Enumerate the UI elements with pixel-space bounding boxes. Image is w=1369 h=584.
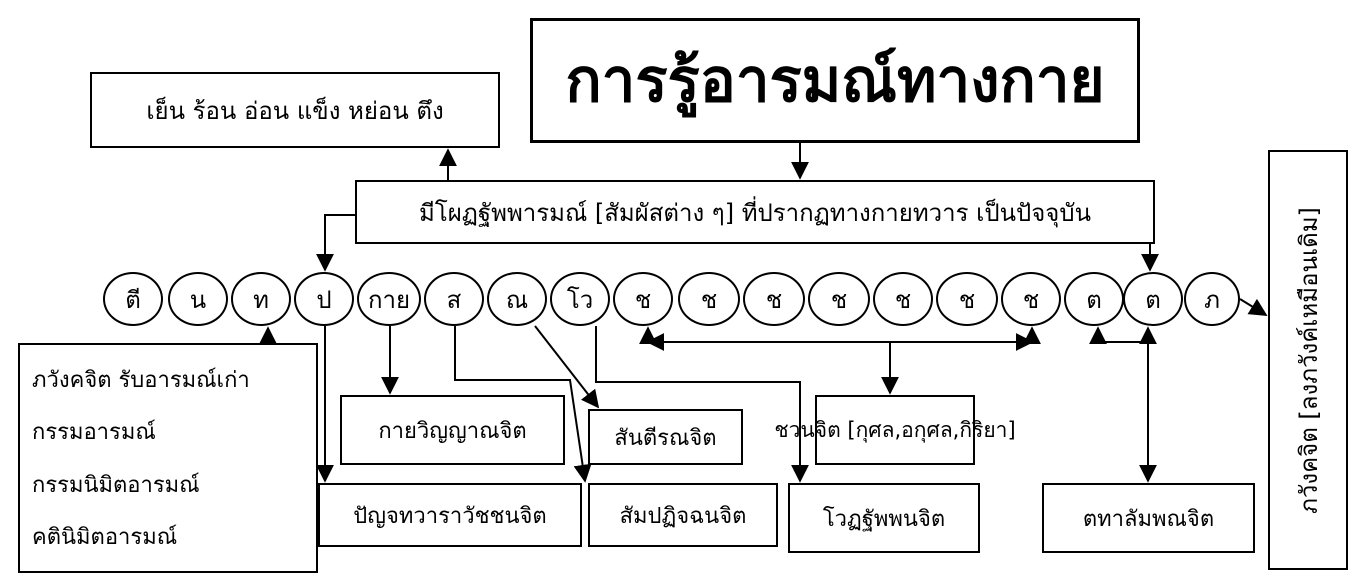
title-text: การรู้อารมณ์ทางกาย xyxy=(565,46,1105,116)
circle-0: ตี xyxy=(103,272,163,326)
bhavanga-line-3: กรรมนิมิตอารมณ์ xyxy=(32,472,200,498)
circle-6: ณ xyxy=(487,272,547,326)
santirana-label: สันตีรณจิต xyxy=(614,425,717,451)
kaya-vinnana-box: กายวิญญาณจิต xyxy=(340,395,565,465)
sense-qualities-text: เย็น ร้อน อ่อน แข็ง หย่อน ตึง xyxy=(146,96,444,125)
circle-13: ช xyxy=(936,272,998,326)
bhavanga-return-label: ภวังคจิต [ลงภวังค์เหมือนเดิม] xyxy=(1294,206,1323,514)
bhavanga-return-box: ภวังคจิต [ลงภวังค์เหมือนเดิม] xyxy=(1268,150,1348,570)
circle-3: ป xyxy=(294,272,354,326)
bhavanga-line-2: กรรมอารมณ์ xyxy=(32,420,156,446)
sampaticchana-box: สัมปฏิจฉนจิต xyxy=(588,483,778,547)
kaya-vinnana-label: กายวิญญาณจิต xyxy=(378,418,527,444)
tactile-object-box: มีโผฏฐัพพารมณ์ [สัมผัสต่าง ๆ] ที่ปรากฏทา… xyxy=(355,180,1155,244)
javana-label: ชวนจิต [กุศล,อกุศล,กิริยา] xyxy=(774,417,1016,442)
votthabbana-box: โวฏฐัพพนจิต xyxy=(788,483,980,553)
tactile-object-text: มีโผฏฐัพพารมณ์ [สัมผัสต่าง ๆ] ที่ปรากฏทา… xyxy=(419,198,1091,227)
circle-17: ภ xyxy=(1184,272,1240,326)
circle-11: ช xyxy=(808,272,870,326)
circle-14: ช xyxy=(1001,272,1061,326)
circle-5: ส xyxy=(424,272,484,326)
javana-box: ชวนจิต [กุศล,อกุศล,กิริยา] xyxy=(774,395,1016,465)
sense-qualities-box: เย็น ร้อน อ่อน แข็ง หย่อน ตึง xyxy=(90,72,500,148)
bhavanga-line-4: คตินิมิตอารมณ์ xyxy=(32,525,178,551)
circle-15: ต xyxy=(1064,272,1124,326)
tadalambana-label: ตทาลัมพณจิต xyxy=(1082,506,1215,532)
votthabbana-label: โวฏฐัพพนจิต xyxy=(822,506,946,532)
circle-7: โว xyxy=(550,272,610,326)
panca-label: ปัญจทวาราวัชชนจิต xyxy=(353,503,547,529)
circle-2: ท xyxy=(231,272,291,326)
santirana-box: สันตีรณจิต xyxy=(588,409,743,465)
circle-9: ช xyxy=(678,272,740,326)
circle-4: กาย xyxy=(357,272,421,326)
circle-10: ช xyxy=(743,272,805,326)
bhavanga-line-1: ภวังคจิต รับอารมณ์เก่า xyxy=(32,367,250,393)
circle-12: ช xyxy=(873,272,933,326)
title-box: การรู้อารมณ์ทางกาย xyxy=(530,18,1140,143)
circle-8: ช xyxy=(613,272,673,326)
circle-1: น xyxy=(168,272,228,326)
circle-16: ต xyxy=(1123,272,1183,326)
tadalambana-box: ตทาลัมพณจิต xyxy=(1042,483,1255,553)
panca-box: ปัญจทวาราวัชชนจิต xyxy=(318,483,582,547)
bhavanga-box: ภวังคจิต รับอารมณ์เก่า กรรมอารมณ์ กรรมนิ… xyxy=(18,343,318,573)
sampaticchana-label: สัมปฏิจฉนจิต xyxy=(619,503,747,529)
